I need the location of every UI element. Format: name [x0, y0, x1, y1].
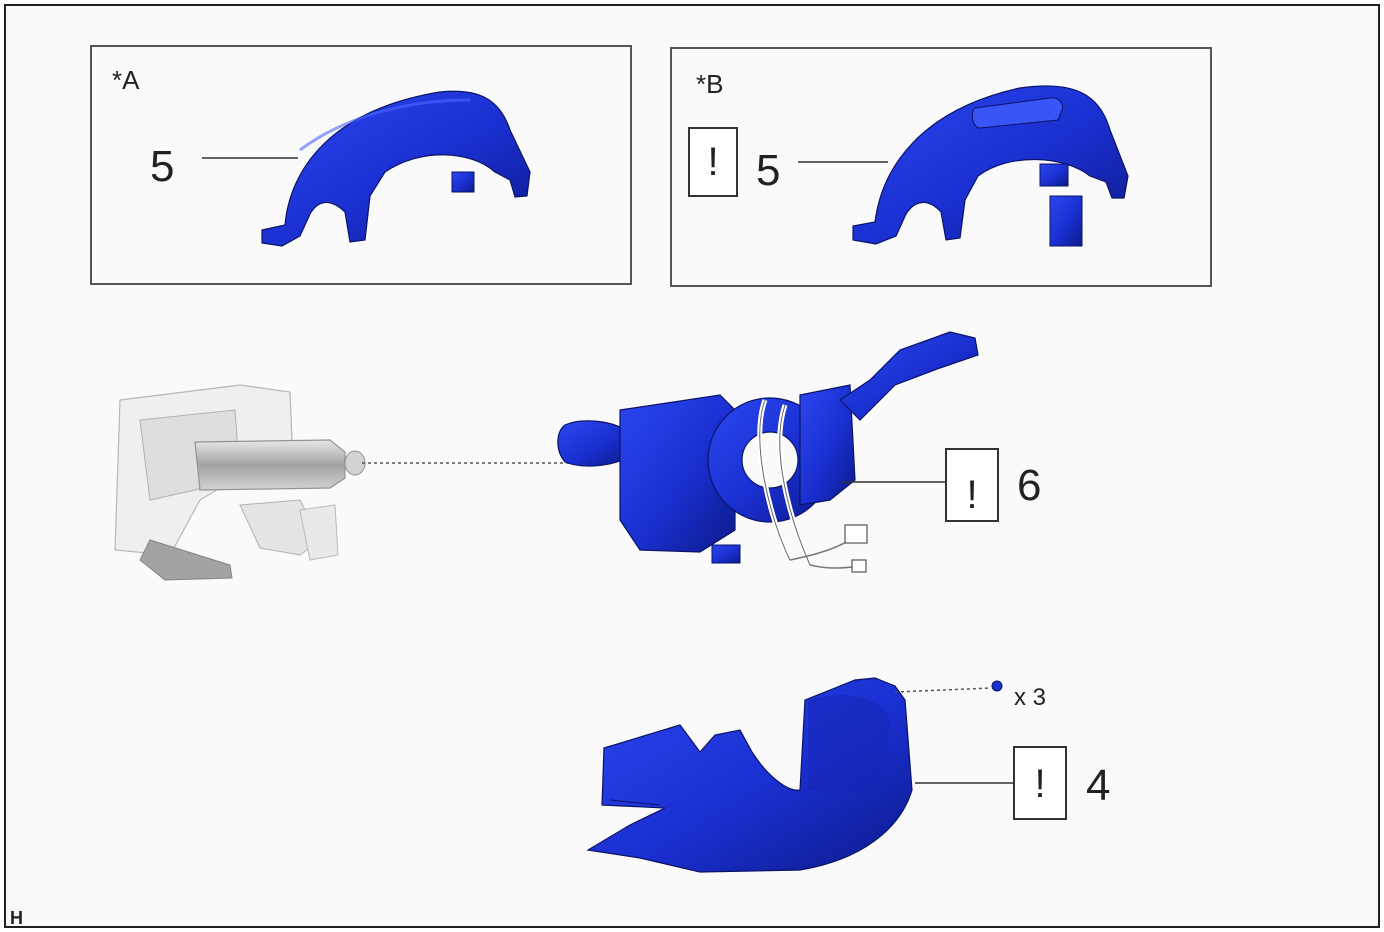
screw-quantity: x 3	[1014, 684, 1047, 711]
lower-cover	[586, 677, 913, 873]
inset-b-part-number: 5	[756, 146, 781, 195]
screw	[991, 680, 1003, 692]
inset-b-caution-box: !	[688, 127, 738, 197]
inset-a-tag: *A	[112, 65, 140, 95]
switch-caution-box: !	[945, 448, 999, 522]
lower-cover-part-number: 4	[1086, 761, 1111, 810]
corner-mark: H	[10, 908, 23, 928]
combination-switch-assembly	[557, 331, 979, 573]
inset-b-tag: *B	[696, 69, 724, 99]
screw-dashed-line	[894, 687, 991, 693]
inset-a-part-number: 5	[150, 142, 175, 191]
upper-cover-a	[261, 90, 531, 247]
upper-cover-b	[852, 85, 1129, 247]
switch-part-number: 6	[1017, 461, 1042, 510]
lower-cover-caution-box: !	[1013, 746, 1067, 820]
steering-column	[114, 384, 366, 581]
